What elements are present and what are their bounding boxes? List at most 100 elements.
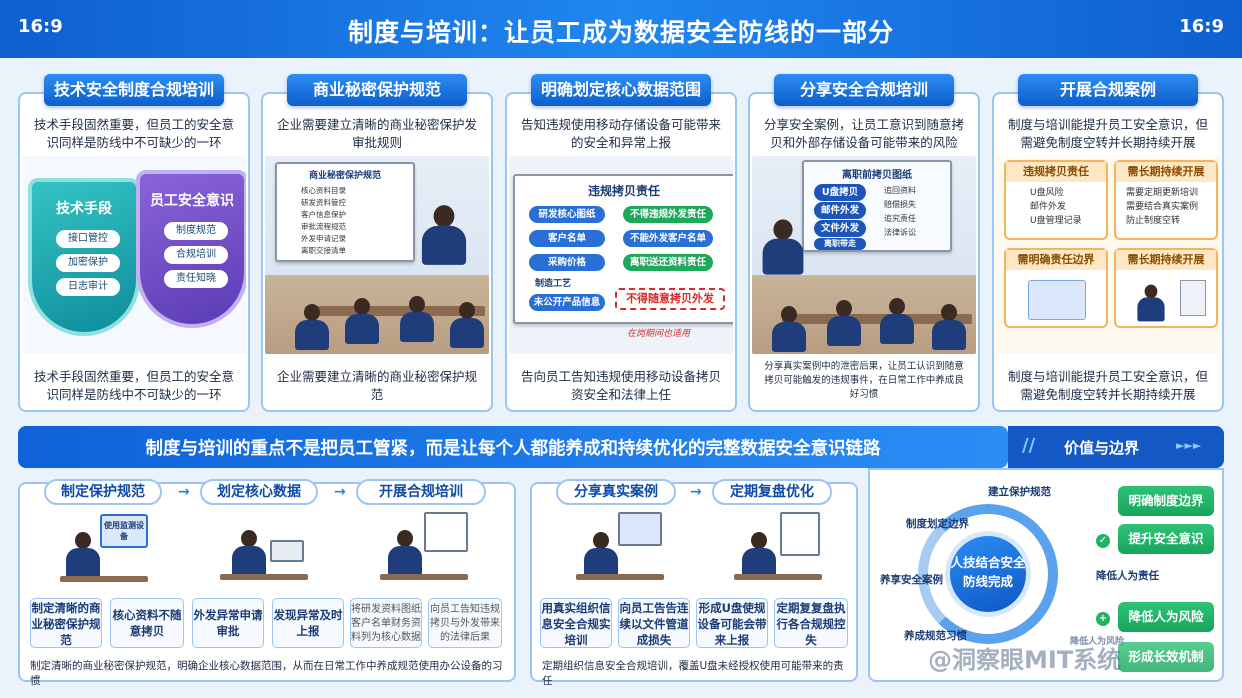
cycle-ring <box>918 504 1058 644</box>
card-footer: 企业需要建立清晰的商业秘密保护规范 <box>276 369 477 402</box>
card-description: 技术手段固然重要，但员工的安全意识同样是防线中不可缺少的一环 <box>33 117 234 150</box>
audience-person <box>450 302 484 348</box>
monitor-icon <box>618 512 662 546</box>
summary-banner <box>18 426 1008 468</box>
card-description: 告知违规使用移动存储设备可能带来的安全和异常上报 <box>520 117 721 150</box>
step-periodic-review: 定期复盘优化 <box>712 479 832 505</box>
shield-title: 技术手段 <box>56 201 112 217</box>
practice-box: 外发异常申请审批 <box>192 598 264 648</box>
cycle-label: 降低人为责任 <box>1096 570 1159 582</box>
desk <box>734 574 822 580</box>
presenter-person <box>762 219 804 275</box>
worker-at-laptop-illustration <box>220 510 310 590</box>
shield-item: 加密保护 <box>56 254 120 272</box>
desk <box>220 574 308 580</box>
monitor-icon <box>780 512 820 556</box>
card-title: 分享安全合规培训 <box>774 74 954 106</box>
desk <box>782 314 972 324</box>
document-icon <box>424 512 468 552</box>
awareness-shield: 员工安全意识 制度规范 合规培训 责任知晓 <box>136 170 246 328</box>
document-icon <box>1028 280 1086 320</box>
duty-tag: 不能外发客户名单 <box>623 230 713 247</box>
card-description: 企业需要建立清晰的商业秘密保护发审批规则 <box>276 117 477 150</box>
case-training-illustration: 离职前拷贝图纸 U盘拷贝 邮件外发 文件外发 离职带走 追回资料 赔偿损失 追究… <box>752 156 976 354</box>
worker-person <box>742 532 776 578</box>
value-pill: 提升安全意识 <box>1118 524 1214 554</box>
liability-board: 违规拷贝责任 研发核心图纸 客户名单 采购价格 制造工艺 未公开产品信息 不得违… <box>513 174 733 324</box>
value-pill: 降低人为风险 <box>1118 602 1214 632</box>
case-tag: 邮件外发 <box>814 202 866 219</box>
card-footer: 告向员工告知违规使用移动设备拷贝资安全和法律上任 <box>520 369 721 402</box>
desk <box>60 576 148 582</box>
aspect-ratio-label-left: 16:9 <box>18 16 63 37</box>
audience-person <box>827 300 861 346</box>
data-tag: 客户名单 <box>529 230 605 247</box>
tile-title: 需长期持续开展 <box>1116 162 1216 182</box>
tile-item: 需要定期更新培训 <box>1126 188 1199 198</box>
slash-icon: // <box>1022 435 1036 456</box>
desk <box>380 574 468 580</box>
cycle-label: 养享安全案例 <box>880 574 943 586</box>
case-tag: 离职带走 <box>814 238 866 250</box>
shield-item: 合规培训 <box>164 246 228 264</box>
tile-title: 需明确责任边界 <box>1006 250 1106 270</box>
presenter-person <box>421 205 467 265</box>
tile-item: U盘管理记录 <box>1030 216 1082 226</box>
practice-box: 形成U盘使规设备可能会带来上报 <box>696 598 768 648</box>
audience-person <box>400 296 434 342</box>
warning-stamp: 不得随意拷贝外发 <box>615 288 725 310</box>
check-icon: ✓ <box>1096 534 1110 548</box>
presentation-board: 商业秘密保护规范 核心资料目录 研发资料管控 客户信息保护 审批流程规范 外发申… <box>275 162 415 262</box>
step-define-policy: 制定保护规范 <box>44 479 162 505</box>
audience-person <box>295 304 329 350</box>
tile-title: 需长期持续开展 <box>1116 250 1216 270</box>
tile-item: 防止制度空转 <box>1126 216 1181 226</box>
value-pill: 形成长效机制 <box>1118 642 1214 672</box>
note-box: 将研发资料图纸客户名单财务资料列为核心数据 <box>350 598 422 648</box>
plus-icon: + <box>1096 612 1110 626</box>
audience-person <box>345 298 379 344</box>
board-item: 客户信息保护 <box>301 210 346 219</box>
training-room-illustration: 商业秘密保护规范 核心资料目录 研发资料管控 客户信息保护 审批流程规范 外发申… <box>265 156 489 354</box>
data-tag: 研发核心图纸 <box>529 206 605 223</box>
worker-person <box>388 530 422 576</box>
practice-box: 核心资料不随意拷贝 <box>110 598 184 648</box>
card-title: 技术安全制度合规培训 <box>44 74 224 106</box>
practice-box: 向员工告告连续以文件管道成损失 <box>618 598 690 648</box>
shield-item: 日志审计 <box>56 278 120 296</box>
board-title: 商业秘密保护规范 <box>308 171 381 181</box>
card-description: 制度与培训能提升员工安全意识，但需避免制度空转并长期持续开展 <box>1007 117 1208 150</box>
value-boundary-label: 价值与边界 <box>1064 439 1140 457</box>
tile-item: 需要结合真实案例 <box>1126 202 1199 212</box>
stamp-note: 在岗期间也适用 <box>627 329 691 339</box>
worker-review-illustration <box>734 510 824 590</box>
data-tag: 未公开产品信息 <box>529 294 605 311</box>
board-item: 离职交接清单 <box>301 246 346 255</box>
practice-box: 制定清晰的商业秘密保护规范 <box>30 598 102 648</box>
worker-person <box>1137 284 1165 322</box>
board-item: 核心资料目录 <box>301 186 346 195</box>
checklist-icon <box>1180 280 1206 316</box>
card-trade-secret: 企业需要建立清晰的商业秘密保护发审批规则 商业秘密保护规范 核心资料目录 研发资… <box>261 92 493 412</box>
tile: 需长期持续开展 需要定期更新培训 需要结合真实案例 防止制度空转 <box>1114 160 1218 240</box>
step-compliance-training: 开展合规培训 <box>356 479 486 505</box>
card-footer: 分享真实案例中的泄密后果，让员工认识到随意拷贝可能触发的违规事件，在日常工作中养… <box>764 361 964 400</box>
banner-text: 制度与培训的重点不是把员工管紧，而是让每个人都能养成和持续优化的完整数据安全意识… <box>145 439 881 459</box>
board-item: 审批流程规范 <box>301 222 346 231</box>
shield-title: 员工安全意识 <box>150 193 234 209</box>
card-tech-policy: 技术手段固然重要，但员工的安全意识同样是防线中不可缺少的一环 技术手段 接口管控… <box>18 92 250 412</box>
cycle-center: 人技结合安全防线完成 <box>950 536 1026 612</box>
audience-person <box>880 298 914 344</box>
board-item: 追究责任 <box>884 214 916 223</box>
worker-person <box>232 530 266 576</box>
tile-item: U盘风险 <box>1030 188 1064 198</box>
board-title: 违规拷贝责任 <box>587 184 660 198</box>
triangle-arrows-icon: ►►► <box>1176 439 1202 452</box>
data-tag: 采购价格 <box>529 254 605 271</box>
arrow-right-icon: → <box>178 484 190 500</box>
board-title: 离职前拷贝图纸 <box>842 170 912 181</box>
practice-box: 定期复复盘执行各合规规控失 <box>774 598 848 648</box>
practice-box: 用真实组织信息安全合规实培训 <box>540 598 612 648</box>
step-share-cases: 分享真实案例 <box>556 479 676 505</box>
board-item: 法律诉讼 <box>884 228 916 237</box>
